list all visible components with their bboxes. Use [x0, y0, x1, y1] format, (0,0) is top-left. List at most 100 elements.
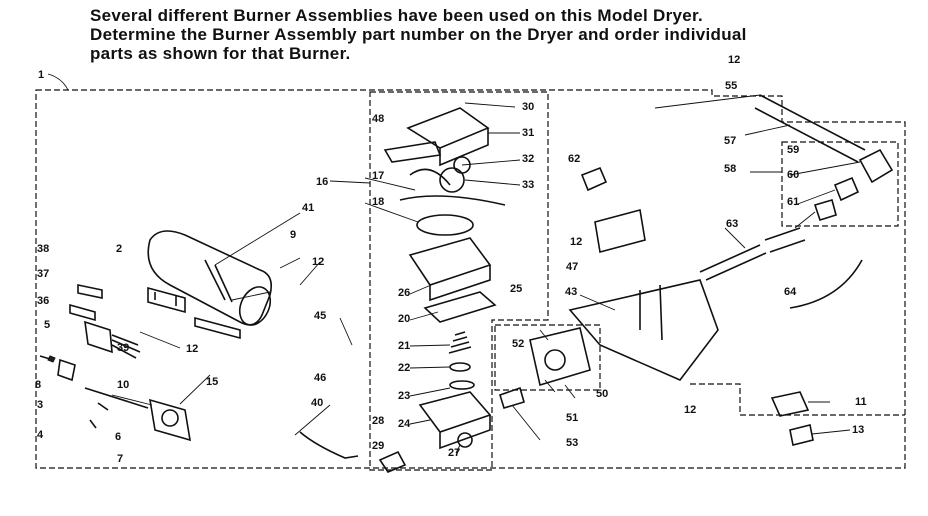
coil-kit-box [690, 383, 905, 416]
callout-58: 58 [724, 163, 737, 175]
clip-13 [789, 424, 814, 446]
burner-bracket [147, 286, 186, 314]
tube-63b [705, 252, 767, 281]
callout-6: 6 [115, 431, 122, 443]
mount-bracket-43 [568, 279, 719, 381]
valve-coil-box [494, 324, 601, 391]
callout-45: 45 [314, 310, 327, 322]
callout-21: 21 [398, 340, 411, 352]
igniter-clip [69, 303, 96, 322]
diagram-header-note: Several different Burner Assemblies have… [90, 6, 850, 63]
callout-30: 30 [522, 101, 535, 113]
callout-23: 23 [398, 390, 411, 402]
callout-24: 24 [398, 418, 411, 430]
bracket-47 [594, 209, 646, 253]
pipe-57 [754, 94, 866, 163]
gasket-33 [439, 167, 465, 193]
callout-11: 11 [855, 396, 867, 408]
callout-37: 37 [37, 268, 50, 280]
fitting-59 [858, 148, 894, 184]
callout-53: 53 [566, 437, 579, 449]
ignitor-leads [111, 334, 141, 359]
callout-7: 7 [117, 453, 124, 465]
fitting-61 [813, 199, 837, 221]
tube-63 [699, 244, 761, 273]
leader-1 [47, 73, 69, 91]
igniter-block [84, 320, 113, 354]
callout-18: 18 [372, 196, 385, 208]
callout-36: 36 [37, 295, 50, 307]
oring-23 [449, 380, 475, 390]
callout-3: 3 [37, 399, 44, 411]
callout-12d: 12 [570, 236, 583, 248]
callout-13: 13 [852, 424, 865, 436]
gasket-32 [453, 156, 471, 174]
callout-47: 47 [566, 261, 579, 273]
callout-8: 8 [35, 379, 42, 391]
callout-27: 27 [448, 447, 461, 459]
leader-lines [111, 94, 861, 454]
valve-cover [406, 107, 490, 167]
callout-52: 52 [512, 338, 525, 350]
diaphragm-18 [416, 214, 474, 236]
callout-38: 38 [37, 243, 50, 255]
callout-4: 4 [37, 429, 44, 441]
wire-64 [789, 259, 863, 309]
callout-12a: 12 [728, 54, 741, 66]
header-line-3: parts as shown for that Burner. [90, 44, 351, 63]
callout-10: 10 [117, 379, 130, 391]
callout-61: 61 [787, 196, 800, 208]
callout-57: 57 [724, 135, 737, 147]
callout-33: 33 [522, 179, 535, 191]
spring-21 [448, 331, 472, 354]
callout-20: 20 [398, 313, 411, 325]
callout-59: 59 [787, 144, 800, 156]
callout-1: 1 [38, 69, 45, 81]
callout-12e: 12 [684, 404, 697, 416]
callout-43: 43 [565, 286, 578, 298]
mounting-bracket [194, 316, 241, 340]
callout-50: 50 [596, 388, 609, 400]
callout-9: 9 [290, 229, 297, 241]
valve-body-upper [408, 237, 492, 302]
header-line-2: Determine the Burner Assembly part numbe… [90, 25, 747, 44]
callout-22: 22 [398, 362, 411, 374]
callout-2: 2 [116, 243, 123, 255]
orifice-53 [499, 386, 525, 409]
callout-32: 32 [522, 153, 535, 165]
callout-28: 28 [372, 415, 385, 427]
callout-26: 26 [398, 287, 411, 299]
callout-29: 29 [372, 440, 385, 452]
valve-clip [383, 141, 442, 163]
callout-5: 5 [44, 319, 51, 331]
fitting-28-29 [378, 450, 407, 473]
callout-17: 17 [372, 170, 385, 182]
tube-63c [764, 227, 806, 253]
flame-switch [149, 398, 191, 442]
gas-tube [299, 431, 359, 459]
coil-52-body [529, 327, 591, 387]
callout-16: 16 [316, 176, 329, 188]
port-27 [457, 432, 473, 448]
callout-55: 55 [725, 80, 738, 92]
leader-16 [329, 180, 371, 184]
callout-64: 64 [784, 286, 797, 298]
callout-15: 15 [206, 376, 219, 388]
callout-46: 46 [314, 372, 327, 384]
callout-60: 60 [787, 169, 800, 181]
rod-4 [84, 387, 149, 409]
callout-62: 62 [568, 153, 581, 165]
callout-39: 39 [117, 342, 130, 354]
callout-12c: 12 [186, 343, 199, 355]
flame-sensor-bracket [77, 284, 103, 299]
callout-48: 48 [372, 113, 385, 125]
coil-11 [770, 391, 810, 417]
clip-6 [97, 402, 109, 411]
fitting-62 [580, 166, 608, 192]
sensor-tab [57, 358, 76, 382]
coil-wires [399, 168, 506, 206]
screw-head-8 [47, 355, 56, 363]
callout-31: 31 [522, 127, 535, 139]
coil-52-port [544, 349, 566, 371]
